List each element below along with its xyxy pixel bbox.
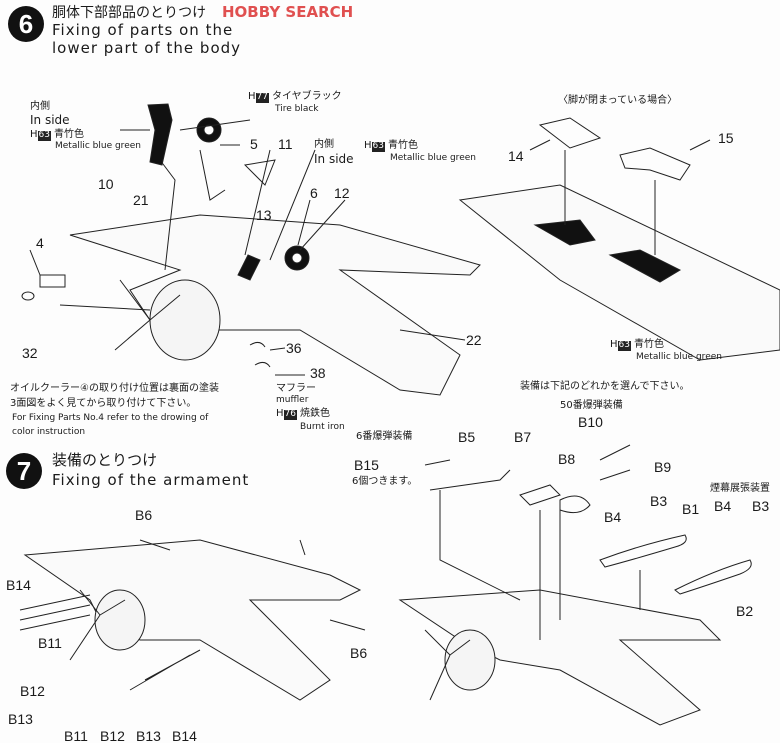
note-en-2: color instruction: [12, 427, 86, 437]
part-number: 22: [466, 332, 482, 348]
paint-code: 63: [37, 130, 51, 141]
part-number: 15: [718, 130, 734, 146]
paint-jp: 青竹色: [387, 140, 418, 151]
part-number: B12: [100, 728, 125, 743]
step7-right-airplane-drawing: [398, 444, 752, 726]
step7-left-airplane-drawing: [19, 539, 366, 701]
paint-code: 63: [617, 340, 631, 351]
step6-title-en-2: lower part of the body: [52, 39, 242, 57]
part-number: 32: [22, 345, 38, 361]
part-number: B3: [752, 498, 770, 514]
smoke-device-label: 煙幕展張装置: [710, 483, 770, 494]
six-pieces-note: 6個つきます。: [352, 476, 418, 487]
part-number: B13: [136, 728, 161, 743]
part-number: B13: [8, 711, 33, 727]
note-en-1: For Fixing Parts No.4 refer to the drowi…: [12, 413, 209, 423]
paint-jp: 青竹色: [53, 129, 84, 140]
part-number: 14: [508, 148, 524, 164]
part-number: B1: [682, 501, 700, 517]
paint-code: 63: [371, 141, 385, 152]
part-number: B6: [135, 507, 153, 523]
part-number: B2: [736, 603, 754, 619]
muffler-jp: マフラー: [276, 383, 316, 394]
muffler-en: muffler: [276, 395, 309, 405]
part-number: B6: [350, 645, 368, 661]
step7-title-en: Fixing of the armament: [52, 471, 250, 489]
part-number: 6: [310, 185, 318, 201]
part-number: 10: [98, 176, 114, 192]
step6-wing-closed-drawing: [458, 117, 780, 361]
paint-code: 76: [283, 409, 297, 420]
step6-title-en-1: Fixing of parts on the: [52, 21, 234, 39]
part-number: B8: [558, 451, 576, 467]
part-number: 36: [286, 340, 302, 356]
note-jp-1: オイルクーラー④の取り付け位置は裏面の塗装: [10, 383, 219, 394]
paint-en: Metallic blue green: [55, 141, 141, 151]
part-number: 12: [334, 185, 350, 201]
part-number: B14: [172, 728, 197, 743]
paint-en: Metallic blue green: [636, 352, 722, 362]
part-number: B5: [458, 429, 476, 445]
choose-note: 装備は下記のどれかを選んで下さい。: [520, 381, 690, 392]
part-number: B15: [354, 457, 379, 473]
step6-title-jp: 胴体下部部品のとりつけ: [52, 5, 207, 21]
part-number: 4: [36, 235, 44, 251]
part-number: 13: [256, 207, 272, 223]
part-number: B7: [514, 429, 532, 445]
watermark: HOBBY SEARCH: [222, 3, 354, 21]
closed-gear-note: 〈脚が閉まっている場合〉: [558, 95, 678, 106]
part-number: B4: [714, 498, 732, 514]
paint-jp: 焼鉄色: [299, 408, 330, 419]
paint-code: 77: [255, 92, 269, 103]
paint-en: Burnt iron: [300, 422, 345, 432]
part-number: 11: [278, 136, 293, 152]
part-number: B12: [20, 683, 45, 699]
inside-label-en: In side: [314, 152, 354, 166]
part-number: 5: [250, 136, 258, 152]
bomb50-label: 50番爆弾装備: [560, 400, 623, 411]
part-number: B3: [650, 493, 668, 509]
part-number: 38: [310, 365, 326, 381]
paint-jp: タイヤブラック: [271, 91, 342, 102]
part-number: B11: [64, 728, 88, 743]
bomb6-label: 6番爆弾装備: [356, 431, 413, 442]
inside-label-jp: 内側: [314, 139, 334, 150]
step7-title-jp: 装備のとりつけ: [52, 451, 158, 469]
paint-en: Metallic blue green: [390, 153, 476, 163]
part-number: B14: [6, 577, 31, 593]
part-number: B9: [654, 459, 672, 475]
part-number: B10: [578, 414, 603, 430]
part-number: 21: [133, 192, 149, 208]
step-6-badge: 6: [8, 6, 44, 42]
inside-label-jp: 内側: [30, 101, 50, 112]
step6-airplane-drawing: [21, 103, 481, 396]
paint-en: Tire black: [275, 104, 319, 114]
step-7-badge: 7: [6, 453, 42, 489]
inside-label-en: In side: [30, 113, 70, 127]
part-number: B11: [38, 635, 62, 651]
part-number: B4: [604, 509, 622, 525]
paint-jp: 青竹色: [633, 339, 664, 350]
note-jp-2: 3面図をよく見てから取り付けて下さい。: [10, 398, 197, 409]
